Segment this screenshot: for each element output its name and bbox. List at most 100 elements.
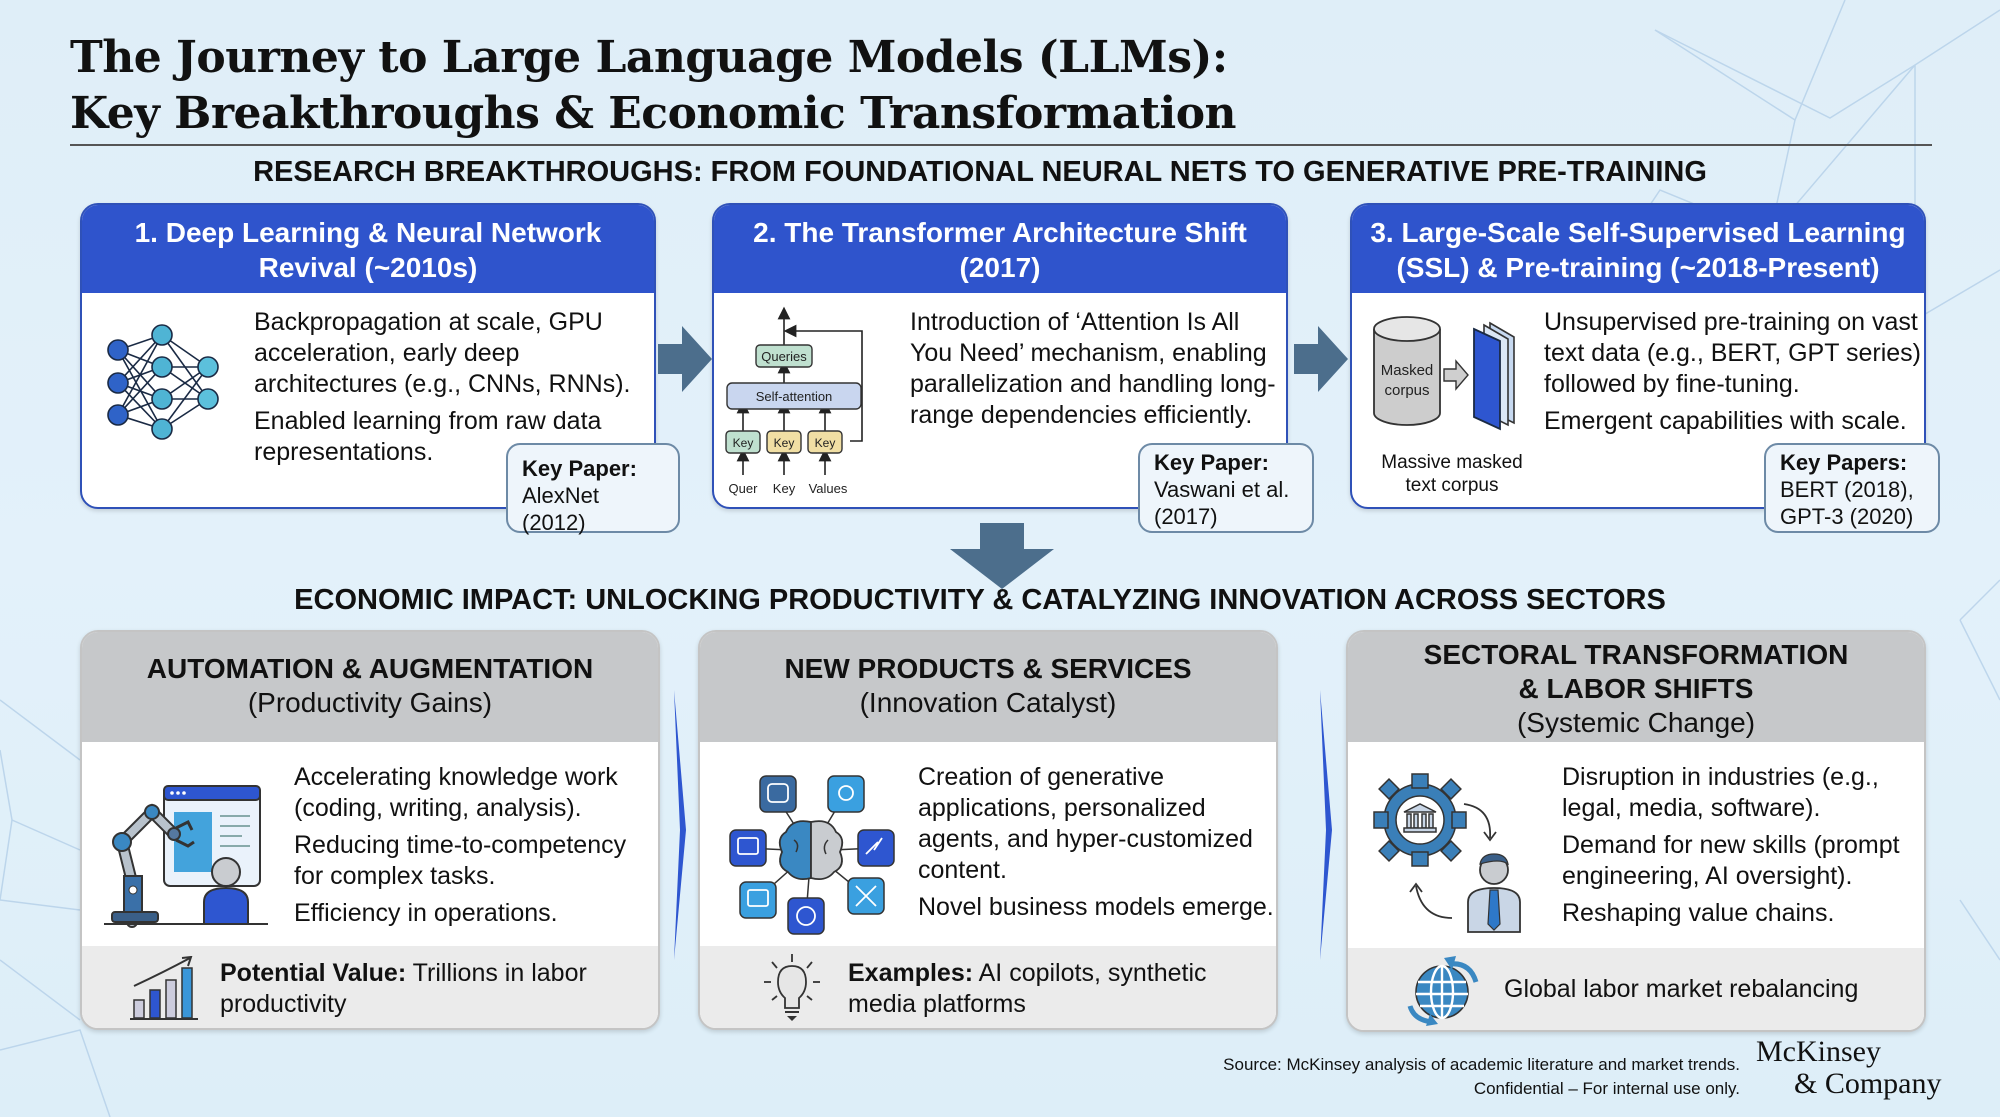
footer-label: Potential Value: (220, 959, 407, 987)
chevron-right-icon (674, 690, 686, 960)
card-footer: Global labor market rebalancing (1348, 948, 1924, 1030)
page-title: The Journey to Large Language Models (LL… (70, 30, 1237, 142)
cylinder-label: corpus (1384, 382, 1429, 399)
neural-network-icon (107, 324, 219, 440)
description-paragraph: Novel business models emerge. (918, 893, 1274, 921)
key-paper-callout: Key Papers: BERT (2018), GPT-3 (2020) (1764, 443, 1940, 533)
economic-card-automation: AUTOMATION & AUGMENTATION (Productivity … (80, 630, 660, 1030)
card-title-line-1: 1. Deep Learning & Neural Network (134, 217, 602, 248)
card-title-line-1: 2. The Transformer Architecture Shift (753, 217, 1247, 248)
research-card-transformer: 2. The Transformer Architecture Shift (2… (712, 203, 1288, 509)
card-subtitle: (Innovation Catalyst) (859, 687, 1117, 718)
card-description: Accelerating knowledge work (coding, wri… (294, 762, 654, 935)
card-header: 3. Large-Scale Self-Supervised Learning … (1352, 205, 1924, 293)
economic-card-products: NEW PRODUCTS & SERVICES (Innovation Cata… (698, 630, 1278, 1030)
robot-arm-with-person-icon (104, 785, 268, 928)
corpus-caption: Massive masked text corpus (1352, 451, 1552, 497)
card-footer: Potential Value: Trillions in labor prod… (82, 946, 658, 1028)
description-paragraph: Disruption in industries (e.g., legal, m… (1562, 763, 1879, 822)
diagram-key-label: Key (733, 436, 754, 450)
arrow-right-icon (1294, 326, 1348, 392)
gear-institution-worker-icon (1373, 773, 1521, 933)
card-description: Disruption in industries (e.g., legal, m… (1562, 762, 1924, 935)
key-paper-callout: Key Paper: AlexNet (2012) (506, 443, 680, 535)
diagram-input-label: Key (773, 481, 796, 496)
key-paper-callout: Key Paper: Vaswani et al. (2017) (1138, 443, 1314, 533)
title-line-2: Key Breakthroughs & Economic Transformat… (70, 88, 1237, 139)
transformer-diagram-icon: Queries Self-attention Key Key Key Quer … (725, 306, 863, 496)
description-paragraph: Accelerating knowledge work (coding, wri… (294, 763, 618, 822)
card-title-line-2: (2017) (959, 252, 1041, 283)
logo-line-1: McKinsey (1756, 1035, 1881, 1068)
brain-hub-icon (729, 775, 895, 935)
globe-cycle-icon (1407, 956, 1479, 1026)
key-paper-value: AlexNet (2012) (522, 483, 600, 535)
description-paragraph: Reshaping value chains. (1562, 899, 1835, 927)
source-note: Source: McKinsey analysis of academic li… (1223, 1053, 1740, 1101)
card-description: Unsupervised pre-training on vast text d… (1544, 307, 1924, 443)
confidential-text: Confidential – For internal use only. (1473, 1079, 1740, 1098)
card-header: SECTORAL TRANSFORMATION & LABOR SHIFTS (… (1348, 632, 1924, 742)
card-header: NEW PRODUCTS & SERVICES (Innovation Cata… (700, 632, 1276, 742)
economic-card-sectoral: SECTORAL TRANSFORMATION & LABOR SHIFTS (… (1346, 630, 1926, 1032)
card-footer: Examples: AI copilots, synthetic media p… (700, 946, 1276, 1028)
footer-value: AI copilots, synthetic media platforms (848, 959, 1207, 1018)
global-labor-text: Global labor market rebalancing (1504, 975, 1859, 1003)
card-subtitle: (Systemic Change) (1516, 707, 1756, 738)
cylinder-label: Masked (1381, 362, 1434, 379)
description-paragraph: Emergent capabilities with scale. (1544, 407, 1907, 435)
description-paragraph: Unsupervised pre-training on vast text d… (1544, 308, 1922, 398)
card-subtitle: (Productivity Gains) (247, 687, 493, 718)
card-header: 2. The Transformer Architecture Shift (2… (714, 205, 1286, 293)
arrow-right-icon (658, 326, 712, 392)
description-paragraph: Creation of generative applications, per… (918, 763, 1253, 884)
diagram-self-attention-label: Self-attention (756, 389, 833, 404)
source-text: Source: McKinsey analysis of academic li… (1223, 1055, 1740, 1074)
card-title-line-2: & LABOR SHIFTS (1518, 673, 1754, 704)
corpus-caption-line: Massive masked (1381, 452, 1523, 473)
description-paragraph: Backpropagation at scale, GPU accelerati… (254, 308, 631, 398)
growth-bar-chart-icon (130, 956, 198, 1020)
description-paragraph: Enabled learning from raw data represent… (254, 407, 602, 466)
diagram-input-label: Values (809, 481, 848, 496)
key-paper-value: GPT-3 (2020) (1780, 504, 1914, 529)
card-description: Backpropagation at scale, GPU accelerati… (254, 307, 650, 474)
title-divider (70, 144, 1932, 146)
key-paper-label: Key Paper: (1154, 450, 1269, 475)
diagram-key-label: Key (815, 436, 836, 450)
card-description: Creation of generative applications, per… (918, 762, 1274, 929)
research-card-self-supervised: 3. Large-Scale Self-Supervised Learning … (1350, 203, 1926, 509)
card-title-line-1: 3. Large-Scale Self-Supervised Learning (1370, 217, 1906, 248)
lightbulb-icon (764, 954, 820, 1021)
diagram-queries-label: Queries (761, 349, 807, 364)
card-title: AUTOMATION & AUGMENTATION (146, 653, 594, 684)
corpus-caption-line: text corpus (1405, 475, 1499, 496)
diagram-key-label: Key (774, 436, 795, 450)
economic-section-heading: ECONOMIC IMPACT: UNLOCKING PRODUCTIVITY … (294, 584, 1666, 616)
examples-text: Examples: AI copilots, synthetic media p… (848, 958, 1258, 1020)
footer-label: Examples: (848, 959, 974, 987)
card-header: AUTOMATION & AUGMENTATION (Productivity … (82, 632, 658, 742)
card-title-line-2: Revival (~2010s) (258, 252, 478, 283)
description-paragraph: Demand for new skills (prompt engineerin… (1562, 831, 1900, 890)
key-paper-label: Key Papers: (1780, 450, 1908, 475)
description-paragraph: Introduction of ‘Attention Is All You Ne… (910, 308, 1276, 429)
description-paragraph: Efficiency in operations. (294, 899, 558, 927)
card-header: 1. Deep Learning & Neural Network Reviva… (82, 205, 654, 293)
card-title-line-2: (SSL) & Pre-training (~2018-Present) (1396, 252, 1880, 283)
chevron-right-icon (1320, 690, 1332, 960)
card-title: NEW PRODUCTS & SERVICES (784, 653, 1192, 684)
description-paragraph: Reducing time-to-competency for complex … (294, 831, 627, 890)
potential-value-text: Potential Value: Trillions in labor prod… (220, 958, 640, 1020)
mckinsey-logo: McKinsey & Company (1756, 1036, 1942, 1100)
arrow-down-icon (950, 523, 1054, 589)
diagram-input-label: Quer (729, 481, 759, 496)
card-description: Introduction of ‘Attention Is All You Ne… (910, 307, 1284, 437)
logo-line-2: & Company (1794, 1067, 1942, 1100)
key-paper-value: Vaswani et al. (2017) (1154, 477, 1290, 529)
title-line-1: The Journey to Large Language Models (LL… (70, 32, 1228, 83)
key-paper-value: BERT (2018), (1780, 477, 1914, 502)
footer-value: Trillions in labor productivity (220, 959, 587, 1018)
research-section-heading: RESEARCH BREAKTHROUGHS: FROM FOUNDATIONA… (253, 156, 1707, 188)
database-to-book-icon: Masked corpus (1373, 316, 1515, 431)
